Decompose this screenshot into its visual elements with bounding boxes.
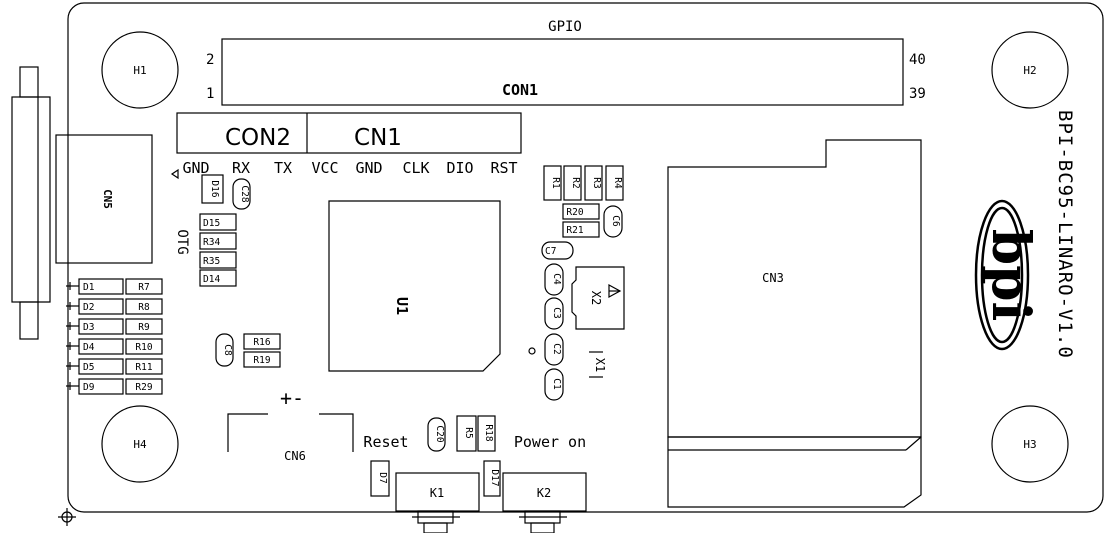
r4-label: R4 [612, 177, 623, 189]
c3-label: C3 [551, 307, 562, 318]
resistor-label: R7 [138, 282, 149, 293]
x2-label: X2 [589, 291, 603, 305]
cn1-pin-gnd: GND [355, 159, 382, 177]
cn3-label: CN3 [762, 271, 784, 285]
pin-2-label: 2 [206, 52, 214, 68]
led-array [66, 278, 163, 395]
k1-label: K1 [430, 486, 444, 500]
r1-label: R1 [550, 177, 561, 189]
k2-label: K2 [537, 486, 551, 500]
con2-pin-tx: TX [274, 159, 292, 177]
c2-label: C2 [551, 343, 562, 354]
cn1-pin-vcc: VCC [311, 159, 338, 177]
cn1-pin-rst: RST [490, 159, 517, 177]
resistor-label: R11 [135, 362, 152, 373]
mount-hole-h1 [101, 31, 179, 109]
bpi-logo-text: bpi [980, 229, 1041, 321]
c4-label: C4 [551, 273, 562, 285]
led-label: D2 [83, 302, 94, 313]
con2-cn1-header [176, 112, 522, 154]
r35-label: R35 [203, 256, 220, 267]
c1-label: C1 [551, 378, 562, 390]
x1-label: X1 [593, 358, 607, 372]
r16-label: R16 [253, 337, 270, 348]
cn6-outline [227, 413, 354, 452]
r18-label: R18 [483, 424, 494, 441]
h1-label: H1 [133, 64, 146, 77]
mount-hole-h3 [991, 405, 1069, 483]
r20-label: R20 [566, 207, 583, 218]
cn6-polarity: +- [280, 386, 304, 410]
u1-label: U1 [393, 297, 411, 315]
cn1-pin-clk: CLK [402, 159, 429, 177]
pin-40-label: 40 [909, 52, 926, 68]
mount-hole-h4 [101, 405, 179, 483]
resistor-label: R9 [138, 322, 150, 333]
r21-label: R21 [566, 225, 583, 236]
u1-chip-outline [328, 200, 501, 372]
r2-label: R2 [570, 177, 581, 188]
led-label: D3 [83, 322, 94, 333]
resistor-label: R10 [135, 342, 152, 353]
d15-label: D15 [203, 218, 220, 229]
c7-label: C7 [545, 246, 556, 257]
c8-label: C8 [222, 344, 233, 356]
d7-label: D7 [377, 472, 388, 483]
power-on-label: Power on [514, 433, 586, 451]
con2-pin-gnd: GND [182, 159, 209, 177]
r3-label: R3 [591, 177, 602, 188]
resistor-label: R8 [138, 302, 150, 313]
led-label: D4 [83, 342, 95, 353]
c28-label: C28 [239, 185, 250, 202]
c20-label: C20 [434, 425, 445, 442]
resistor-label: R29 [135, 382, 152, 393]
gpio-label: GPIO [548, 19, 582, 35]
x2-crystal-outline [571, 266, 625, 330]
cn1-label: CN1 [354, 125, 402, 151]
h4-label: H4 [133, 438, 147, 451]
con1-label: CON1 [502, 81, 538, 99]
cn3-module-outline [667, 139, 922, 438]
cn5-connector [55, 134, 153, 264]
h2-label: H2 [1023, 64, 1036, 77]
led-label: D1 [83, 282, 95, 293]
led-label: D5 [83, 362, 94, 373]
d14-label: D14 [203, 274, 220, 285]
pin-1-label: 1 [206, 86, 214, 102]
r5-label: R5 [463, 427, 474, 438]
board-title: BPI-BC95-LINARO-V1.0 [1054, 110, 1076, 359]
bpi-logo [974, 199, 1030, 351]
con2-label: CON2 [225, 125, 291, 151]
board-outline [67, 2, 1104, 513]
led-label: D9 [83, 382, 95, 393]
gpio-header-con1 [221, 38, 904, 106]
cn1-pin-dio: DIO [446, 159, 473, 177]
r19-label: R19 [253, 355, 270, 366]
cn6-label: CN6 [284, 449, 306, 463]
otg-label: OTG [174, 229, 190, 254]
d17-label: D17 [489, 469, 500, 486]
h3-label: H3 [1023, 438, 1036, 451]
cn5-label: CN5 [101, 189, 114, 209]
mount-hole-h2 [991, 31, 1069, 109]
pin-39-label: 39 [909, 86, 926, 102]
c6-label: C6 [610, 215, 621, 227]
reset-label: Reset [363, 433, 408, 451]
con2-pin-rx: RX [232, 159, 250, 177]
r34-label: R34 [203, 237, 220, 248]
d16-label: D16 [209, 180, 220, 197]
